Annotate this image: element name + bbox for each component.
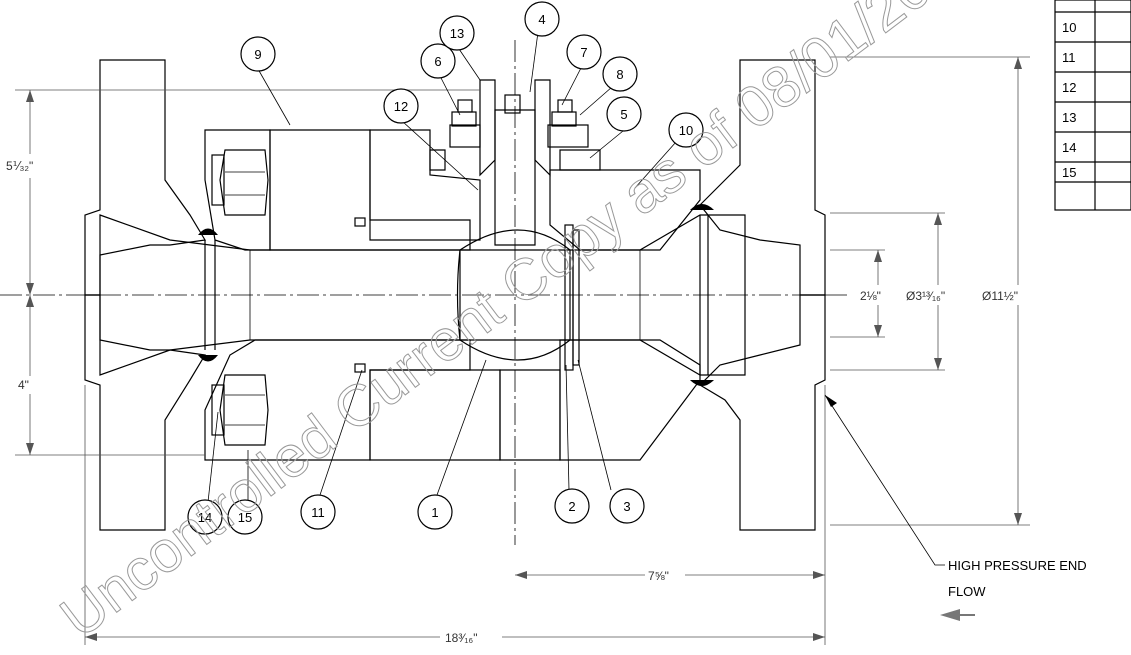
dim-flange-diameter: Ø11½"	[982, 289, 1018, 303]
balloon-5: 5	[606, 96, 642, 132]
balloon-12: 12	[383, 88, 419, 124]
balloon-label: 10	[679, 123, 693, 138]
balloon-14: 14	[187, 499, 223, 535]
balloon-7: 7	[566, 34, 602, 70]
balloon-2: 2	[554, 488, 590, 524]
balloon-label: 13	[450, 26, 464, 41]
leader-lines	[207, 31, 975, 621]
flow-note: FLOW	[948, 584, 986, 599]
stud-nuts	[211, 149, 269, 446]
balloon-label: 14	[198, 510, 212, 525]
balloon-13: 13	[439, 15, 475, 51]
balloon-label: 4	[538, 12, 545, 27]
dim-seal-diameter: Ø3¹³⁄₁₆"	[906, 289, 945, 303]
stem-assembly	[429, 79, 601, 246]
table-row-label: 12	[1062, 80, 1076, 95]
dim-height-upper: 5⅟₃₂"	[6, 159, 33, 173]
balloon-label: 3	[623, 499, 630, 514]
balloon-label: 12	[394, 99, 408, 114]
balloon-label: 5	[620, 107, 627, 122]
table-row-label: 11	[1062, 50, 1076, 65]
high-pressure-note: HIGH PRESSURE END	[948, 558, 1087, 573]
dim-half-length: 7⅝"	[648, 569, 669, 583]
weld-beads	[198, 204, 714, 386]
balloon-9: 9	[240, 36, 276, 72]
right-flange	[699, 59, 826, 531]
seal-ring-11	[354, 217, 366, 373]
dim-bore: 2⅛"	[860, 289, 881, 303]
balloon-label: 7	[580, 45, 587, 60]
balloon-label: 8	[616, 67, 623, 82]
table-row-label: 14	[1062, 140, 1076, 155]
balloon-label: 11	[311, 505, 325, 520]
table-row-label: 13	[1062, 110, 1076, 125]
balloon-3: 3	[609, 488, 645, 524]
balloon-label: 1	[431, 505, 438, 520]
balloon-15: 15	[227, 499, 263, 535]
balloon-label: 2	[568, 499, 575, 514]
table-row-label: 10	[1062, 20, 1076, 35]
parts-table: 10 11 12 13 14 15	[1054, 0, 1131, 211]
balloon-8: 8	[602, 56, 638, 92]
balloon-label: 9	[254, 47, 261, 62]
balloon-4: 4	[524, 1, 560, 37]
ball	[456, 224, 580, 371]
table-row-label: 15	[1062, 165, 1076, 180]
balloon-label: 15	[238, 510, 252, 525]
dim-height-lower: 4"	[18, 378, 29, 392]
balloon-10: 10	[668, 112, 704, 148]
left-flange	[84, 59, 206, 531]
watermark-text: Uncontrolled Current Copy as of 08/01/20…	[49, 0, 995, 650]
balloon-6: 6	[420, 43, 456, 79]
balloon-11: 11	[300, 494, 336, 530]
balloon-label: 6	[434, 54, 441, 69]
dim-overall-length: 18³⁄₁₆"	[445, 631, 478, 645]
balloon-1: 1	[417, 494, 453, 530]
